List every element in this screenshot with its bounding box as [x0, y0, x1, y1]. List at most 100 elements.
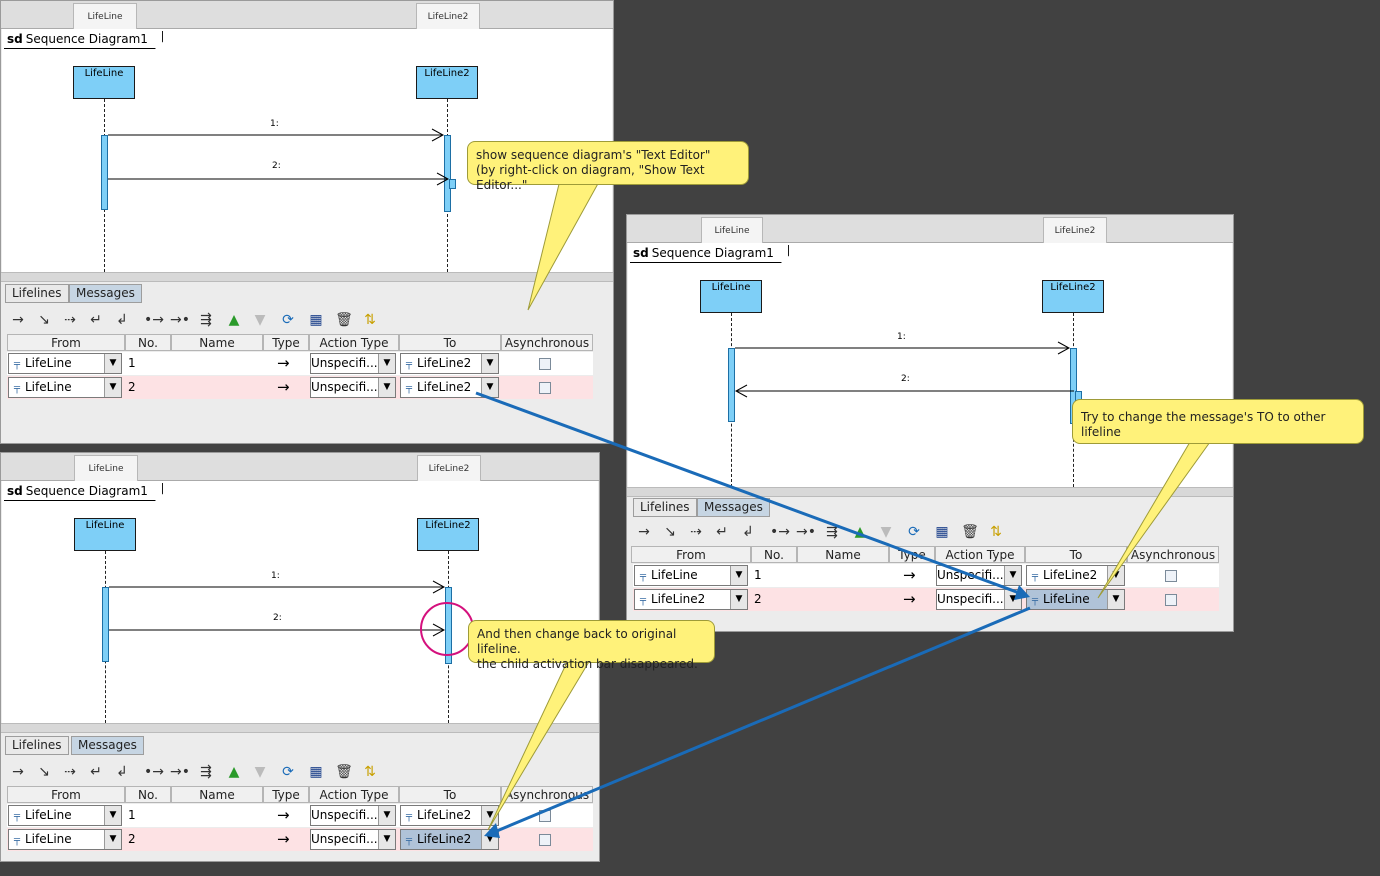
table-row[interactable]: ╤LifeLine▼ 1 → Unspecifi...▼ ╤LifeLine2▼ — [7, 804, 593, 827]
add-create-message-icon[interactable]: ⇢ — [64, 764, 76, 780]
tab-messages[interactable]: Messages — [69, 284, 142, 303]
add-sync-message-icon[interactable]: → — [12, 312, 24, 328]
to-select[interactable]: ╤LifeLine2▼ — [400, 353, 499, 374]
action-type-select[interactable]: Unspecifi...▼ — [310, 829, 396, 850]
add-lost-message-icon[interactable]: →• — [796, 524, 816, 540]
add-async-message-icon[interactable]: ↘ — [38, 312, 50, 328]
action-type-select[interactable]: Unspecifi...▼ — [310, 353, 396, 374]
grid-view-icon[interactable]: ▦ — [935, 524, 949, 540]
col-header-action-type[interactable]: Action Type — [309, 334, 399, 351]
tab-messages[interactable]: Messages — [71, 736, 144, 755]
swap-icon[interactable]: ⇅ — [990, 524, 1002, 540]
col-header-no[interactable]: No. — [125, 334, 171, 351]
delete-icon[interactable]: 🗑 — [335, 312, 353, 328]
table-row[interactable]: ╤LifeLine▼ 1 → Unspecifi...▼ ╤LifeLine2▼ — [633, 564, 1219, 587]
col-header-async[interactable]: Asynchronous — [1127, 546, 1219, 563]
tab-lifelines[interactable]: Lifelines — [5, 736, 69, 755]
table-row[interactable]: ╤LifeLine▼ 2 → Unspecifi...▼ ╤LifeLine2▼ — [7, 376, 593, 399]
add-sync-message-icon[interactable]: → — [12, 764, 24, 780]
header-lifeline1[interactable]: LifeLine — [701, 217, 763, 244]
from-select[interactable]: ╤LifeLine▼ — [8, 805, 122, 826]
from-select[interactable]: ╤LifeLine▼ — [8, 353, 122, 374]
header-lifeline2[interactable]: LifeLine2 — [1043, 217, 1107, 244]
add-return-message-icon[interactable]: ↵ — [90, 312, 102, 328]
add-return-message-icon[interactable]: ↵ — [716, 524, 728, 540]
activation-bar-lifeline1[interactable] — [102, 587, 109, 662]
lifeline2-box[interactable]: LifeLine2 — [1042, 280, 1104, 313]
col-header-name[interactable]: Name — [171, 786, 263, 803]
refresh-icon[interactable]: ⟳ — [282, 764, 294, 780]
from-select[interactable]: ╤LifeLine▼ — [8, 829, 122, 850]
move-down-icon[interactable]: ▼ — [254, 312, 266, 328]
lifeline1-box[interactable]: LifeLine — [74, 518, 136, 551]
tab-messages[interactable]: Messages — [697, 498, 770, 517]
col-header-type[interactable]: Type — [263, 334, 309, 351]
activation-bar-lifeline2[interactable] — [444, 135, 451, 212]
col-header-from[interactable]: From — [7, 786, 125, 803]
splitter[interactable] — [1, 272, 613, 282]
add-lost-message-icon[interactable]: →• — [170, 764, 190, 780]
from-select[interactable]: ╤LifeLine▼ — [8, 377, 122, 398]
add-self-message-icon[interactable]: ↲ — [116, 312, 128, 328]
lifeline2-box[interactable]: LifeLine2 — [416, 66, 478, 99]
delete-icon[interactable]: 🗑 — [335, 764, 353, 780]
add-create-message-icon[interactable]: ⇢ — [64, 312, 76, 328]
col-header-to[interactable]: To — [399, 334, 501, 351]
async-checkbox[interactable] — [539, 382, 551, 394]
move-up-icon[interactable]: ▲ — [228, 312, 240, 328]
col-header-no[interactable]: No. — [125, 786, 171, 803]
add-found-message-icon[interactable]: •→ — [144, 764, 164, 780]
add-async-message-icon[interactable]: ↘ — [664, 524, 676, 540]
to-select[interactable]: ╤LifeLine2▼ — [400, 377, 499, 398]
activation-bar-lifeline1[interactable] — [728, 348, 735, 422]
add-create-message-icon[interactable]: ⇢ — [690, 524, 702, 540]
activation-bar-lifeline2[interactable] — [445, 587, 452, 664]
add-return-message-icon[interactable]: ↵ — [90, 764, 102, 780]
header-lifeline2[interactable]: LifeLine2 — [416, 3, 480, 30]
header-lifeline1[interactable]: LifeLine — [74, 455, 138, 482]
col-header-no[interactable]: No. — [751, 546, 797, 563]
add-async-message-icon[interactable]: ↘ — [38, 764, 50, 780]
tab-lifelines[interactable]: Lifelines — [5, 284, 69, 303]
grid-view-icon[interactable]: ▦ — [309, 764, 323, 780]
col-header-action-type[interactable]: Action Type — [935, 546, 1025, 563]
tab-lifelines[interactable]: Lifelines — [633, 498, 697, 517]
move-up-icon[interactable]: ▲ — [854, 524, 866, 540]
header-lifeline2[interactable]: LifeLine2 — [417, 455, 481, 482]
header-lifeline1[interactable]: LifeLine — [73, 3, 137, 30]
to-select[interactable]: ╤LifeLine2▼ — [400, 805, 499, 826]
table-row[interactable]: ╤LifeLine▼ 1 → Unspecifi...▼ ╤LifeLine2▼ — [7, 352, 593, 375]
async-checkbox[interactable] — [1165, 570, 1177, 582]
lifeline2-box[interactable]: LifeLine2 — [417, 518, 479, 551]
async-checkbox[interactable] — [1165, 594, 1177, 606]
child-activation-bar[interactable] — [449, 179, 456, 189]
add-lost-message-icon[interactable]: →• — [170, 312, 190, 328]
to-select[interactable]: ╤LifeLine2▼ — [1026, 565, 1125, 586]
move-down-icon[interactable]: ▼ — [254, 764, 266, 780]
col-header-from[interactable]: From — [631, 546, 751, 563]
move-up-icon[interactable]: ▲ — [228, 764, 240, 780]
col-header-name[interactable]: Name — [171, 334, 263, 351]
action-type-select[interactable]: Unspecifi...▼ — [310, 377, 396, 398]
grid-view-icon[interactable]: ▦ — [309, 312, 323, 328]
lifeline1-box[interactable]: LifeLine — [73, 66, 135, 99]
add-self-message-icon[interactable]: ↲ — [116, 764, 128, 780]
add-found-message-icon[interactable]: •→ — [144, 312, 164, 328]
from-select[interactable]: ╤LifeLine2▼ — [634, 589, 748, 610]
col-header-type[interactable]: Type — [263, 786, 309, 803]
table-row[interactable]: ╤LifeLine▼ 2 → Unspecifi...▼ ╤LifeLine2▼ — [7, 828, 593, 851]
delete-icon[interactable]: 🗑 — [961, 524, 979, 540]
swap-icon[interactable]: ⇅ — [364, 312, 376, 328]
async-checkbox[interactable] — [539, 834, 551, 846]
add-fragment-icon[interactable]: ⇶ — [200, 764, 212, 780]
add-fragment-icon[interactable]: ⇶ — [200, 312, 212, 328]
splitter[interactable] — [627, 487, 1233, 497]
col-header-name[interactable]: Name — [797, 546, 889, 563]
add-fragment-icon[interactable]: ⇶ — [826, 524, 838, 540]
add-self-message-icon[interactable]: ↲ — [742, 524, 754, 540]
move-down-icon[interactable]: ▼ — [880, 524, 892, 540]
to-select[interactable]: ╤LifeLine2▼ — [400, 829, 499, 850]
refresh-icon[interactable]: ⟳ — [908, 524, 920, 540]
